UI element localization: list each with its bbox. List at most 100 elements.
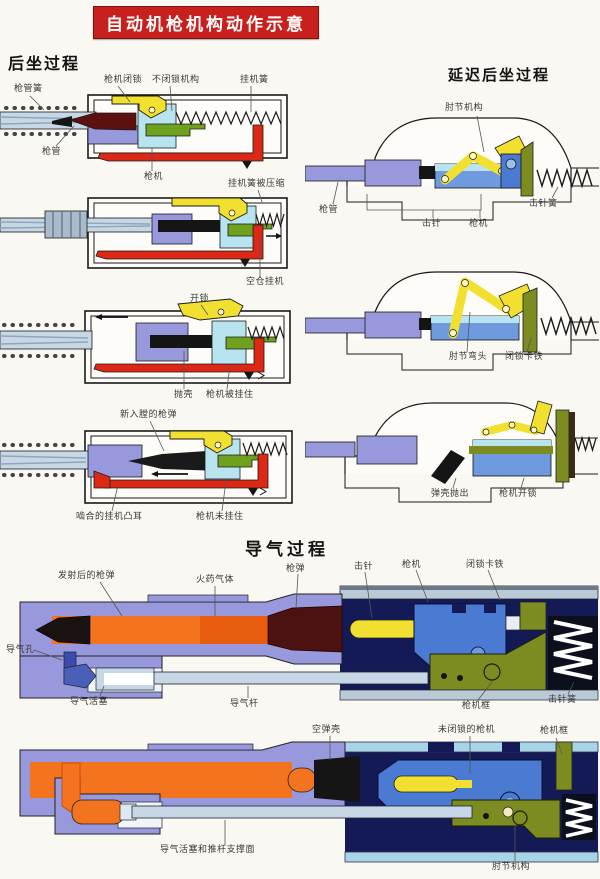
- leader-lines: [257, 189, 263, 278]
- recoil-stage1: 枪机闭锁 不闭锁机构 挂机簧 枪管簧 枪管 枪机: [0, 66, 300, 186]
- sear-spring-shape: [242, 441, 288, 457]
- recoil-section-heading: 后坐过程: [8, 54, 81, 73]
- label-case-ejected: 弹壳抛出: [431, 489, 470, 499]
- bottom-rail: [339, 689, 599, 701]
- cartridge: [52, 112, 137, 131]
- leader-lines: [332, 115, 559, 218]
- leader-lines: [452, 477, 525, 489]
- top-rail: [339, 585, 599, 600]
- motion-arrow: [266, 233, 282, 239]
- gas-stage2: 空弹壳 未闭锁的枪机 枪机框 导气活塞和推杆支撑面 肘节机构: [0, 718, 600, 879]
- bottom-rail: [344, 851, 599, 863]
- label-locking-block: 闭锁卡铁: [505, 352, 544, 362]
- cartridge: [158, 220, 222, 232]
- spring: [562, 794, 596, 840]
- toggle-links-folded: [481, 400, 553, 436]
- label-bolt-carrier: 枪机框: [462, 701, 491, 711]
- barrel-rod: [305, 317, 368, 334]
- ejected-case: [431, 450, 465, 484]
- sear-spring-shape: [247, 325, 285, 341]
- bullet: [35, 615, 91, 645]
- gas-stage1-art: [19, 569, 599, 701]
- buffer: [569, 412, 575, 478]
- delayed-stage2: 肘节弯头 闭锁卡铁: [305, 250, 600, 380]
- label-bolt-carrier: 枪机框: [540, 726, 569, 736]
- locking-lug: [505, 615, 521, 631]
- label-toggle: 肘节机构: [445, 103, 484, 113]
- gas-system: [19, 651, 429, 699]
- sear-lever: [93, 337, 265, 380]
- bolt-carrier: [451, 799, 561, 839]
- bolt-head: [500, 153, 522, 189]
- label-toggle-elbow: 肘节弯头: [449, 352, 488, 362]
- leader-lines: [466, 311, 532, 353]
- label-bolt: 枪机: [469, 219, 489, 229]
- label-toggle: 肘节机构: [492, 862, 531, 872]
- locking-block: [520, 141, 534, 197]
- bolt-carrier: [429, 631, 547, 691]
- motion-arrow: [95, 314, 128, 320]
- barrel-block: [364, 311, 422, 339]
- gas-section-heading: 导气过程: [245, 540, 329, 560]
- label-firing-pin: 击针: [422, 219, 442, 229]
- label-barrel: 枪管: [42, 147, 62, 157]
- label-firing-pin: 击针: [354, 562, 374, 572]
- label-unlocked-bolt: 未闭锁的枪机: [438, 725, 496, 735]
- firing-pin-spring-shape: [536, 167, 593, 189]
- bore-gas: [52, 616, 268, 644]
- locking-block: [522, 287, 538, 353]
- recoil-stage2-art: [0, 189, 288, 278]
- gas-stage2-art: [19, 736, 599, 863]
- label-bolt-caught: 枪机被挂住: [206, 390, 254, 400]
- sear-lever: [95, 224, 264, 267]
- sear-lever: [93, 453, 269, 496]
- bolt-carrier-strip: [555, 741, 573, 791]
- label-eject-case: 抛壳: [174, 390, 194, 400]
- locking-block: [519, 601, 547, 631]
- label-fired-round: 发射后的枪弹: [58, 571, 116, 581]
- barrel-block: [364, 159, 422, 187]
- label-empty-case: 空弹壳: [312, 725, 341, 735]
- label-gas-port: 导气孔: [6, 645, 35, 655]
- sear-spring-shape: [175, 110, 282, 126]
- hammer-piece: [171, 197, 248, 222]
- leader-lines: [33, 569, 575, 701]
- delayed-stage2-art: [305, 271, 599, 371]
- hammer-piece-open: [177, 298, 244, 321]
- label-round: 枪弹: [286, 564, 306, 574]
- label-bolt-not-caught: 枪机未挂住: [196, 512, 244, 522]
- bolt-carrier-rear: [469, 439, 553, 477]
- barrel-rod: [305, 165, 368, 182]
- label-firing-pin-spring: 击针簧: [529, 199, 558, 209]
- recoil-stage4-art: [0, 420, 293, 512]
- label-hold-open: 空仓挂机: [246, 277, 285, 287]
- leader-lines: [183, 304, 231, 390]
- hammer-piece: [169, 430, 233, 454]
- recoil-stage3: 开锁 抛壳 枪机被挂住: [0, 293, 300, 403]
- label-bolt: 枪机: [144, 172, 164, 182]
- compressed-spring-shape: [255, 211, 285, 229]
- label-firing-pin-spring: 击针簧: [548, 695, 577, 705]
- label-barrel-spring: 枪管簧: [14, 84, 43, 94]
- firing-pin-spring: [548, 616, 598, 690]
- leader-lines: [29, 85, 252, 171]
- motion-arrow: [151, 471, 188, 477]
- label-bolt: 枪机: [402, 560, 422, 570]
- label-engaged-lug: 啮合的挂机凸耳: [76, 512, 143, 522]
- delayed-section-heading: 延迟后坐过程: [448, 66, 551, 84]
- page-title: 自动机枪机构动作示意: [93, 6, 319, 39]
- label-gas-piston: 导气活塞: [70, 697, 109, 707]
- barrel-and-spring: [0, 323, 93, 358]
- locking-block: [555, 409, 570, 483]
- label-bolt-locked: 枪机闭锁: [104, 75, 143, 85]
- barrel-and-spring: [0, 443, 91, 477]
- delayed-stage3: 弹壳抛出 枪机开锁: [305, 388, 600, 523]
- firing-pin-spring-shape: [574, 435, 597, 453]
- delayed-stage3-art: [305, 400, 598, 503]
- label-sear-spring: 挂机簧: [240, 75, 269, 85]
- recoil-stage2: 挂机簧被压缩 空仓挂机: [0, 178, 300, 293]
- chamber: [419, 166, 437, 179]
- label-non-locking: 不闭锁机构: [152, 75, 200, 85]
- recoil-stage4: 新入膛的枪弹 啮合的挂机凸耳 枪机未挂住: [0, 403, 300, 531]
